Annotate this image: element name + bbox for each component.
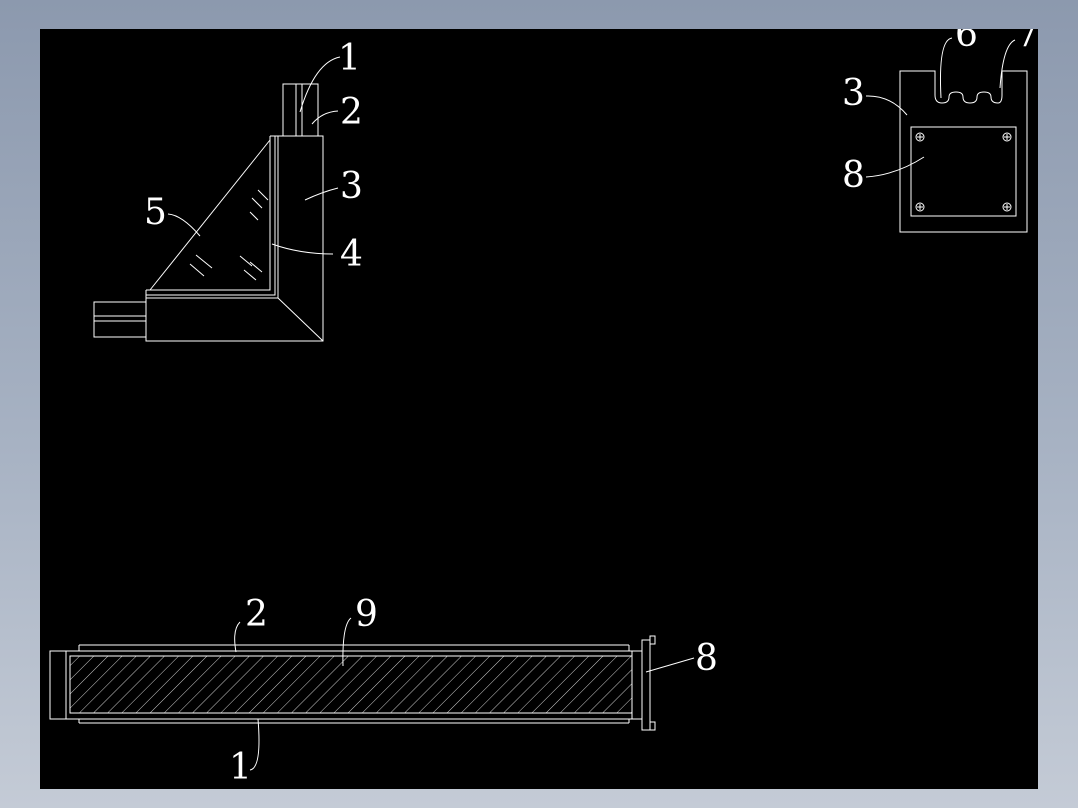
callout-3: 3 xyxy=(340,166,363,207)
callout-9: 9 xyxy=(355,594,378,635)
end-view: 3 6 7 8 xyxy=(842,29,1038,233)
bolt-heads xyxy=(915,132,1012,212)
callout-5: 5 xyxy=(144,192,167,233)
callout-3-end: 3 xyxy=(842,73,865,114)
horizontal-rod xyxy=(93,301,147,338)
l-frame-outer xyxy=(145,135,324,342)
glass-hatch-marks xyxy=(189,189,269,281)
callout-2: 2 xyxy=(340,92,363,133)
technical-drawing: 1 2 3 4 5 3 6 7 8 xyxy=(49,29,1038,788)
glass-diagonal xyxy=(149,139,271,291)
hatched-core xyxy=(69,655,633,714)
long-view: 2 9 8 1 xyxy=(49,594,718,788)
callout-1: 1 xyxy=(338,38,361,79)
callout-8-end: 8 xyxy=(842,155,865,196)
l-frame-inner xyxy=(146,136,271,291)
callout-2-long: 2 xyxy=(245,594,268,635)
callout-4: 4 xyxy=(340,234,363,275)
corner-view: 1 2 3 4 5 xyxy=(93,38,363,342)
cad-drawing-canvas: 1 2 3 4 5 3 6 7 8 xyxy=(40,29,1038,789)
callout-6: 6 xyxy=(955,29,978,55)
callout-1-long: 1 xyxy=(229,747,252,788)
end-block-outline xyxy=(899,70,1028,233)
callout-8-long: 8 xyxy=(695,638,718,679)
end-plate xyxy=(910,126,1017,217)
end-cap xyxy=(641,639,651,731)
callout-7: 7 xyxy=(1016,29,1038,55)
